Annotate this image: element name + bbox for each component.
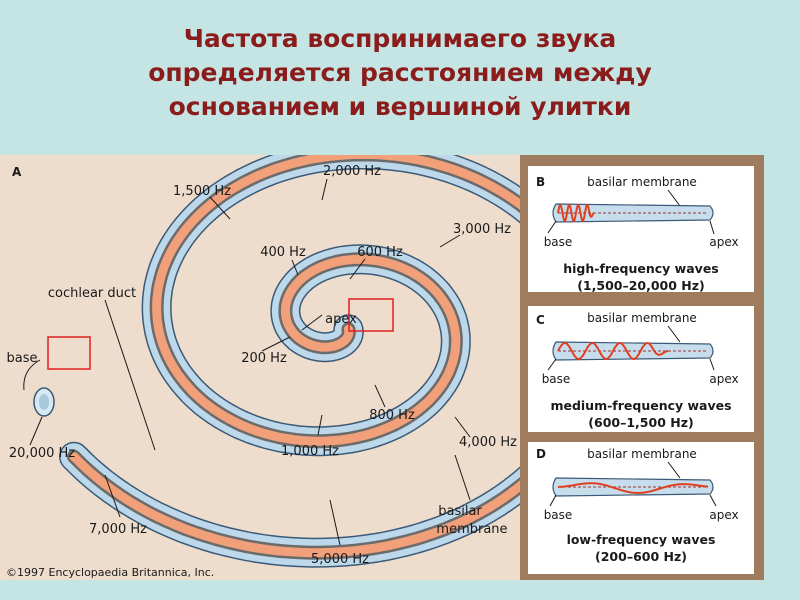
- highlight-box-base: [47, 336, 91, 370]
- panel-b-base-label: base: [544, 235, 573, 249]
- panel-d-svg: D basilar membrane base apex low-frequen…: [536, 447, 739, 564]
- label-600-hz: 600 Hz: [357, 245, 403, 260]
- leader-600: [349, 258, 366, 280]
- leader-cochlear-duct: [104, 299, 156, 451]
- label-7000-hz: 7,000 Hz: [89, 522, 147, 537]
- leader-20000: [29, 416, 43, 446]
- label-400-hz: 400 Hz: [260, 245, 306, 260]
- page-title: Частота воспринимаего звука определяется…: [0, 22, 800, 124]
- label-base: base: [7, 351, 38, 366]
- panel-c-range: (600–1,500 Hz): [588, 415, 693, 430]
- leader-5000: [329, 499, 341, 546]
- panel-c-apex-label: apex: [709, 372, 738, 386]
- panel-b-apex-leader: [709, 220, 715, 235]
- leader-basilar-membrane: [454, 454, 471, 501]
- label-2000-hz: 2,000 Hz: [323, 164, 381, 179]
- panel-letter-d: D: [536, 447, 546, 461]
- panel-letter-a: A: [12, 165, 22, 179]
- panel-d-title: low-frequency waves: [567, 532, 716, 547]
- label-apex: apex: [325, 312, 357, 327]
- panel-d-base-label: base: [544, 508, 573, 522]
- highlight-box-apex: [348, 298, 394, 332]
- panel-b-wave: [557, 204, 595, 222]
- leader-400: [291, 259, 299, 276]
- label-3000-hz: 3,000 Hz: [453, 222, 511, 237]
- title-line-1: Частота воспринимаего звука: [183, 24, 617, 53]
- panel-letter-c: C: [536, 313, 545, 327]
- title-line-3: основанием и вершиной улитки: [168, 92, 632, 121]
- panel-letter-b: B: [536, 175, 545, 189]
- panel-high-frequency: B basilar membrane base apex high-freque…: [528, 166, 754, 293]
- label-1500-hz: 1,500 Hz: [173, 184, 231, 199]
- label-1000-hz: 1,000 Hz: [281, 444, 339, 459]
- panel-c-wave: [557, 342, 669, 360]
- leader-lines: [23, 178, 471, 546]
- panel-medium-frequency: C basilar membrane base apex medium-freq…: [528, 306, 754, 432]
- label-20000-hz: 20,000 Hz: [9, 446, 75, 461]
- panel-low-frequency: D basilar membrane base apex low-frequen…: [528, 442, 754, 574]
- cochlea-spiral: [59, 155, 610, 568]
- leader-apex: [301, 314, 323, 331]
- duct-opening-upper-inner: [39, 394, 49, 410]
- panel-d-membrane-label: basilar membrane: [587, 447, 697, 461]
- copyright-notice: ©1997 Encyclopaedia Britannica, Inc.: [6, 566, 214, 579]
- label-4000-hz: 4,000 Hz: [459, 435, 517, 450]
- panel-b-range: (1,500–20,000 Hz): [577, 278, 705, 292]
- panel-d-wave: [557, 482, 709, 494]
- panel-c-apex-leader: [709, 358, 715, 371]
- leader-7000: [104, 474, 121, 518]
- panel-c-membrane-leader: [667, 325, 681, 343]
- label-800-hz: 800 Hz: [369, 408, 415, 423]
- panel-b-membrane-label: basilar membrane: [587, 175, 697, 189]
- label-cochlear-duct: cochlear duct: [48, 286, 136, 301]
- leader-4000: [454, 416, 471, 438]
- panel-b-apex-label: apex: [709, 235, 738, 249]
- label-membrane: membrane: [436, 522, 507, 537]
- panel-d-apex-leader: [709, 494, 717, 507]
- panel-c-membrane-label: basilar membrane: [587, 311, 697, 325]
- leader-1000: [317, 414, 323, 436]
- leader-800: [374, 384, 386, 408]
- panel-b-svg: B basilar membrane base apex high-freque…: [536, 175, 739, 293]
- panel-d-apex-label: apex: [709, 508, 738, 522]
- label-5000-hz: 5,000 Hz: [311, 552, 369, 567]
- leader-2000: [321, 178, 328, 201]
- panel-c-title: medium-frequency waves: [550, 398, 731, 413]
- leader-base: [23, 359, 41, 391]
- panel-c-base-label: base: [542, 372, 571, 386]
- leader-3000: [439, 234, 461, 248]
- panel-d-range: (200–600 Hz): [595, 549, 687, 564]
- panel-d-base-leader: [549, 494, 557, 507]
- panel-b-membrane-leader: [667, 189, 681, 207]
- panel-b-title: high-frequency waves: [563, 261, 718, 276]
- leader-1500: [209, 196, 231, 220]
- title-line-2: определяется расстоянием между: [148, 58, 652, 87]
- label-200-hz: 200 Hz: [241, 351, 287, 366]
- label-basilar: basilar: [438, 504, 482, 519]
- panel-b-base-leader: [547, 220, 557, 234]
- leader-200: [261, 336, 291, 352]
- panel-c-svg: C basilar membrane base apex medium-freq…: [536, 311, 739, 430]
- panel-c-base-leader: [547, 358, 557, 371]
- panel-d-membrane-leader: [667, 461, 681, 479]
